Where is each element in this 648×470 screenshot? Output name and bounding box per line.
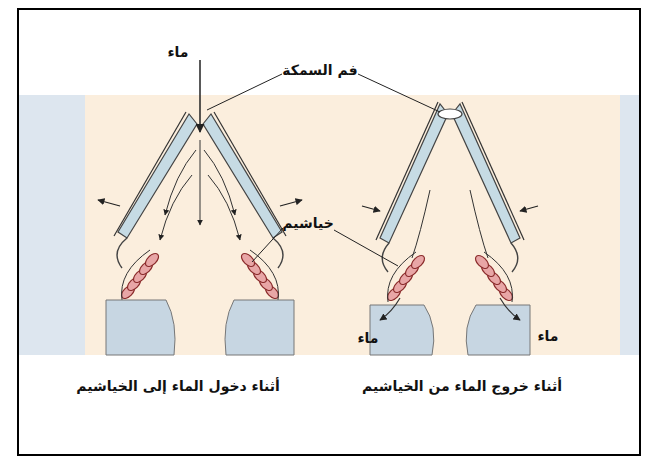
caption-text: أثناء دخول الماء إلى الخياشيم xyxy=(76,378,280,395)
water-label: ماء xyxy=(537,328,558,345)
mouth-label: فم السمكة xyxy=(282,62,357,79)
water-label: ماء xyxy=(167,44,188,61)
caption-text: أثناء خروج الماء من الخياشيم xyxy=(362,378,562,395)
gills-label: خياشيم xyxy=(282,215,334,232)
water-label: ماء xyxy=(357,330,378,347)
